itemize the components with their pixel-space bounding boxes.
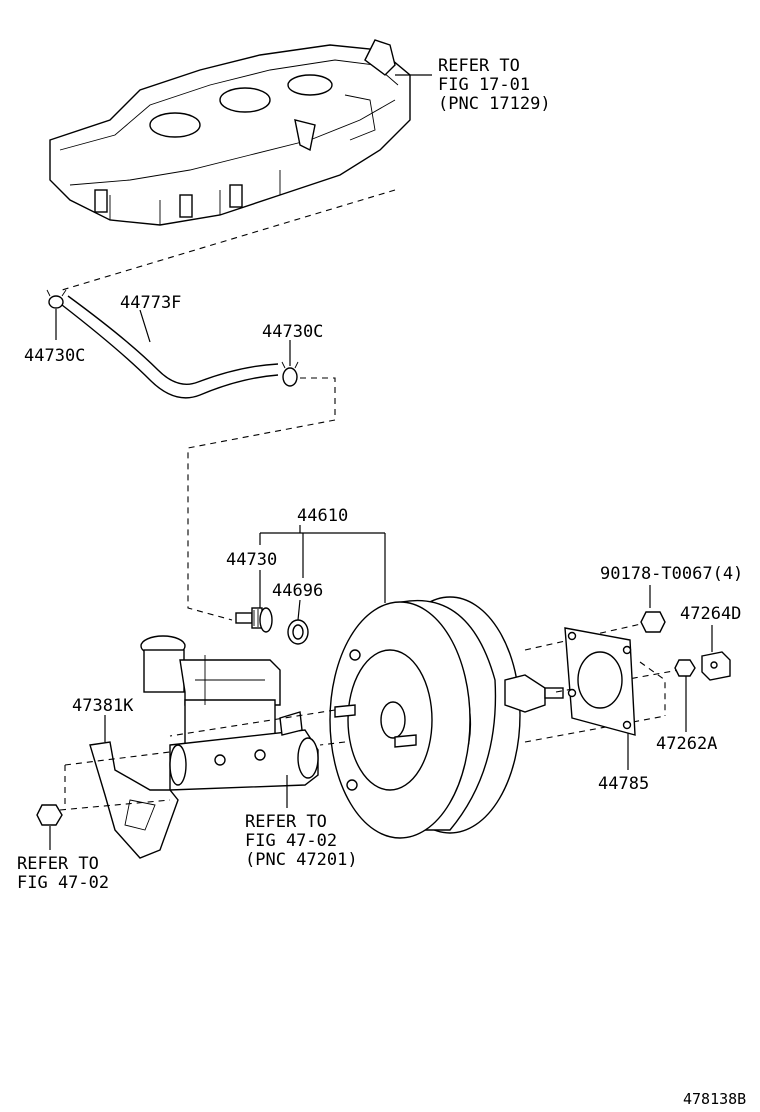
label-44610: 44610 (297, 506, 348, 526)
nut-47262A (674, 659, 696, 732)
hose-clamp-44730C-left (46, 289, 67, 340)
vacuum-hose-44773F (61, 295, 279, 399)
check-valve-44730 (235, 570, 273, 633)
refer-mc-line2: FIG 47-02 (245, 831, 337, 851)
label-44730: 44730 (226, 550, 277, 570)
label-44696: 44696 (272, 581, 323, 601)
label-47264D: 47264D (680, 604, 741, 624)
refer-manifold-line2: FIG 17-01 (438, 75, 530, 95)
refer-mc-line3: (PNC 47201) (245, 850, 358, 870)
refer-mc-line1: REFER TO (245, 812, 327, 832)
bracket-47381K (89, 715, 179, 859)
master-cylinder (140, 635, 319, 808)
leader-44610 (259, 525, 386, 603)
refer-manifold-line1: REFER TO (438, 56, 520, 76)
label-44730C-left: 44730C (24, 346, 85, 366)
label-90178: 90178-T0067(4) (600, 564, 743, 584)
grommet-44696 (287, 599, 309, 645)
label-47262A: 47262A (656, 734, 717, 754)
label-44773F: 44773F (120, 293, 181, 313)
figure-id: 478138B (683, 1090, 746, 1108)
refer-manifold-line3: (PNC 17129) (438, 94, 551, 114)
gasket-44785 (564, 627, 636, 770)
intake-manifold (49, 39, 432, 226)
nut-bracket (36, 804, 63, 850)
nut-90178 (640, 585, 666, 633)
hose-clamp-44730C-right (281, 340, 299, 387)
label-44785: 44785 (598, 774, 649, 794)
brake-booster-44610 (329, 596, 564, 839)
refer-bracket-line1: REFER TO (17, 854, 99, 874)
refer-bracket-line2: FIG 47-02 (17, 873, 109, 893)
label-47381K: 47381K (72, 696, 134, 716)
label-44730C-right: 44730C (262, 322, 323, 342)
clevis-47264D (701, 625, 731, 681)
